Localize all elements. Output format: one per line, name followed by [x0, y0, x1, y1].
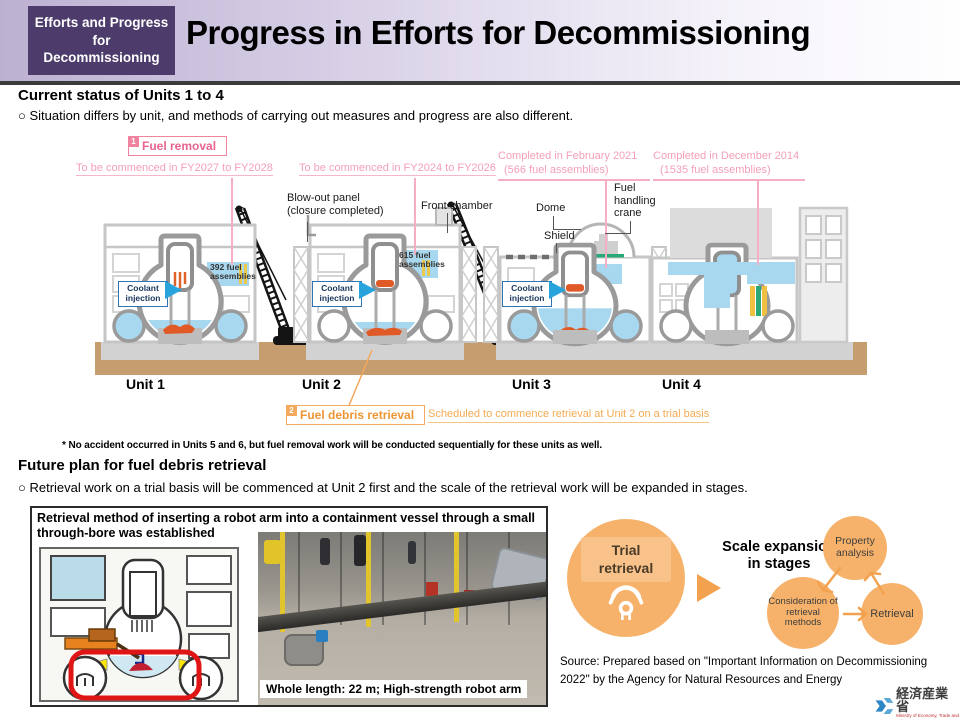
cycle-arrows — [816, 566, 886, 622]
page-title: Progress in Efforts for Decommissioning — [186, 14, 811, 51]
pin-fuel-removal: 1 Fuel removal — [128, 136, 228, 156]
pointer-line — [553, 216, 554, 229]
pin-label: Fuel debris retrieval — [300, 408, 415, 422]
step-property-analysis: Property analysis — [823, 516, 887, 580]
unit-4-name: Unit 4 — [662, 376, 701, 392]
step-retrieval: Retrieval — [861, 583, 923, 645]
unit2-schedule-note: To be commenced in FY2024 to FY2026 — [299, 162, 496, 176]
unit2-pool-label: 615 fuel assemblies — [399, 250, 445, 269]
worker-silhouette — [408, 541, 416, 564]
pin-number: 2 — [286, 405, 297, 416]
source-note: Source: Prepared based on "Important Inf… — [560, 656, 928, 686]
worker-silhouette — [354, 535, 366, 566]
robot-claw-icon — [608, 585, 644, 620]
front-chamber-label: Front chamber — [421, 200, 493, 212]
units56-footnote: * No accident occurred in Units 5 and 6,… — [62, 440, 602, 451]
pointer-line — [605, 180, 607, 268]
yellow-barrel — [264, 540, 281, 564]
fence-post — [366, 532, 371, 628]
header-divider — [0, 81, 960, 85]
coolant-injection-label: Coolant injection — [502, 281, 552, 307]
step-label: Consideration of retrieval methods — [768, 596, 838, 629]
pointer-line — [553, 229, 581, 230]
pin-number: 1 — [128, 136, 139, 147]
shield-label: Shield — [544, 230, 575, 242]
arrow-right-icon — [697, 574, 721, 602]
robot-panel-caption: Retrieval method of inserting a robot ar… — [37, 511, 536, 540]
fence-post — [280, 532, 285, 633]
unit-1-name: Unit 1 — [126, 376, 165, 392]
pointer-line — [414, 178, 416, 255]
dome-label: Dome — [536, 202, 566, 214]
pointer-line — [605, 233, 631, 234]
arrow-right-icon — [165, 281, 182, 299]
scale-expansion-label: Scale expansion in stages — [722, 539, 836, 573]
pointer-line — [630, 221, 631, 233]
debris-pointer-line — [347, 349, 373, 409]
photo-caption: Whole length: 22 m; High-strength robot … — [260, 680, 528, 698]
coolant-injection-label: Coolant injection — [118, 281, 168, 307]
trial-retrieval-circle: Trial retrieval — [567, 519, 685, 637]
worker-silhouette — [320, 538, 330, 565]
blowout-panel-label: Blow-out panel (closure completed) — [287, 192, 384, 217]
section-future-heading: Future plan for fuel debris retrieval — [18, 457, 267, 474]
section-current-bullet: ○ Situation differs by unit, and methods… — [18, 108, 574, 123]
header-tag: Efforts and Progress for Decommissioning — [28, 6, 175, 75]
fence-post — [454, 532, 459, 622]
trial-retrieval-label: Trial retrieval — [581, 537, 671, 582]
meti-name-jp: 経済産業省 — [896, 686, 949, 714]
section-current-heading: Current status of Units 1 to 4 — [18, 87, 224, 104]
section-future-bullet: ○ Retrieval work on a trial basis will b… — [18, 480, 748, 495]
underline — [653, 179, 805, 181]
unit-3-name: Unit 3 — [512, 376, 551, 392]
unit-2-name: Unit 2 — [302, 376, 341, 392]
unit4-completed-note: Completed in December 2014 — [653, 150, 800, 162]
unit3-completed-note2: (566 fuel assemblies) — [504, 164, 609, 176]
unit1-schedule-note: To be commenced in FY2027 to FY2028 — [76, 162, 273, 176]
fuel-handling-crane-label: Fuel handling crane — [614, 182, 656, 220]
step-consideration: Consideration of retrieval methods — [767, 577, 839, 649]
pointer-line — [757, 180, 759, 265]
red-equipment — [426, 582, 438, 596]
pin-fuel-debris-retrieval: 2 Fuel debris retrieval — [286, 405, 426, 425]
pointer-line — [307, 222, 308, 242]
robot-insertion-schematic — [39, 547, 239, 702]
meti-name-en: Ministry of Economy, Trade and Industry — [896, 713, 960, 720]
step-label: Retrieval — [870, 607, 914, 620]
unit4-completed-note2: (1535 fuel assemblies) — [660, 164, 771, 176]
unit-2-schematic — [293, 207, 477, 360]
pin-label: Fuel removal — [142, 139, 217, 153]
coolant-injection-label: Coolant injection — [312, 281, 362, 307]
blue-module — [316, 630, 328, 642]
trial-retrieval-note: Scheduled to commence retrieval at Unit … — [428, 408, 710, 423]
step-label: Property analysis — [835, 535, 875, 559]
pointer-line — [231, 178, 233, 265]
pointer-line — [447, 213, 448, 233]
arrow-right-icon — [549, 281, 566, 299]
robot-arm-photo: Whole length: 22 m; High-strength robot … — [258, 532, 546, 705]
pointer-line — [556, 243, 557, 253]
arrow-right-icon — [359, 281, 376, 299]
units-diagram — [95, 201, 867, 409]
meti-mark-icon — [875, 698, 894, 715]
highlight-box — [68, 649, 202, 701]
robot-arm-panel: Retrieval method of inserting a robot ar… — [30, 506, 548, 707]
unit3-completed-note: Completed in February 2021 — [498, 150, 638, 162]
unit1-pool-label: 392 fuel assemblies — [210, 262, 256, 281]
unit-4-schematic — [648, 206, 853, 360]
unit-1-schematic — [101, 223, 259, 360]
underline — [498, 179, 650, 181]
meti-logo: 経済産業省 Ministry of Economy, Trade and Ind… — [874, 687, 960, 720]
